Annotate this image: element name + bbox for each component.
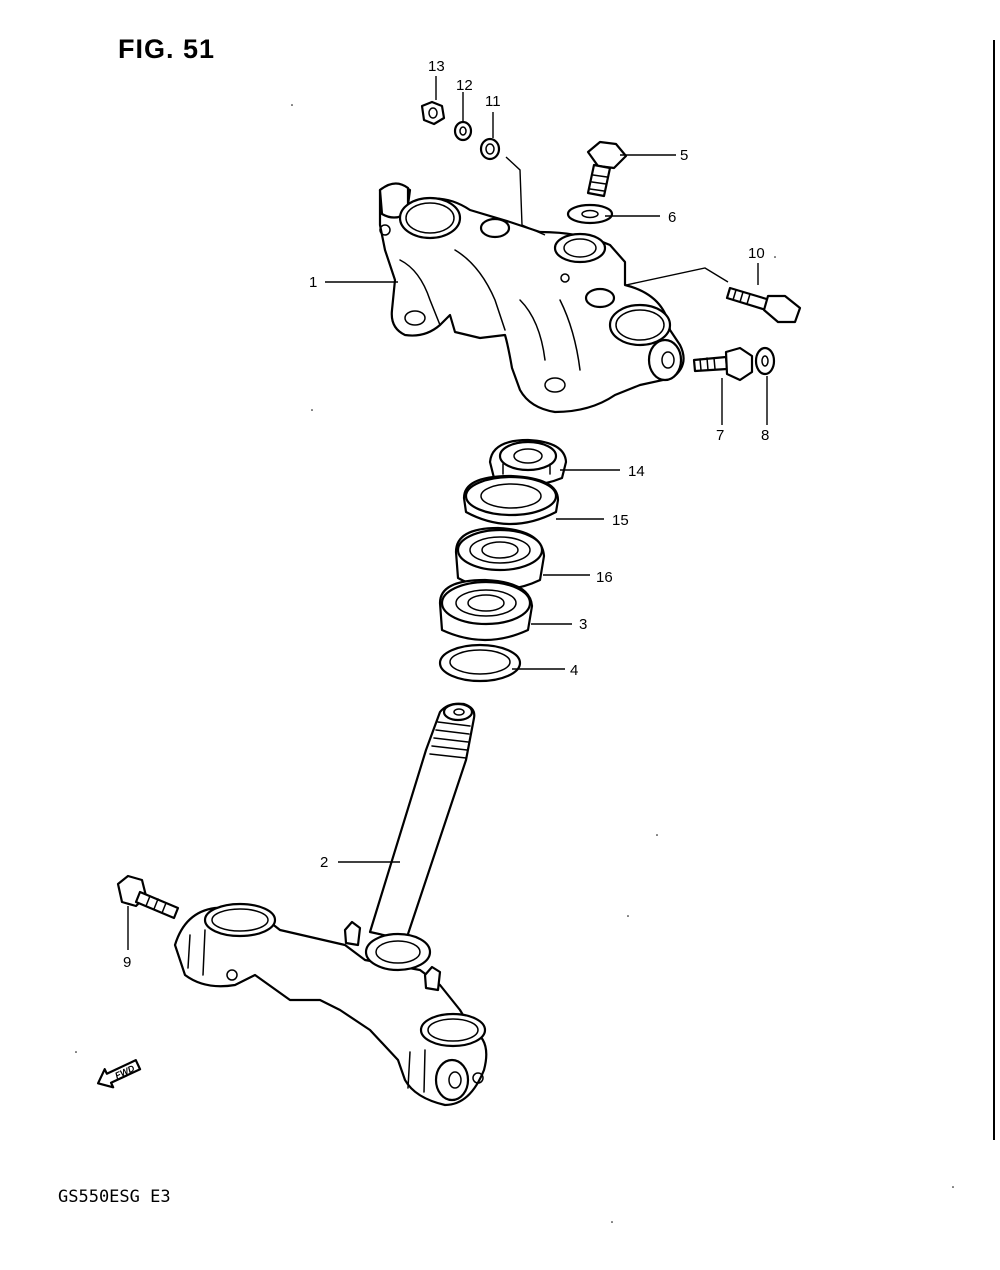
scan-specks xyxy=(75,40,995,1223)
leader-11b xyxy=(505,156,546,236)
bolt-5 xyxy=(586,140,628,198)
callout-3: 3 xyxy=(579,616,587,633)
bearing-16 xyxy=(454,526,546,591)
callout-12: 12 xyxy=(456,77,473,94)
bolt-7 xyxy=(692,346,754,382)
model-code: GS550ESG E3 xyxy=(58,1187,171,1207)
callout-15: 15 xyxy=(612,512,629,529)
callout-5: 5 xyxy=(680,147,688,164)
leader-10b xyxy=(625,267,729,286)
callout-10: 10 xyxy=(748,245,765,262)
nut-13 xyxy=(420,100,446,126)
callout-7: 7 xyxy=(716,427,724,444)
callout-labels: 1 2 3 4 5 6 7 8 9 10 11 12 13 14 15 16 xyxy=(123,58,769,971)
steering-stem-lower-bracket xyxy=(173,702,488,1107)
washer-4 xyxy=(438,643,522,683)
fwd-arrow-icon: FWD xyxy=(96,1059,142,1089)
callout-1: 1 xyxy=(309,274,317,291)
washer-8 xyxy=(754,346,776,376)
washer-6 xyxy=(566,203,614,225)
callout-4: 4 xyxy=(570,662,578,679)
upper-bracket xyxy=(378,182,685,414)
callout-14: 14 xyxy=(628,463,645,480)
callout-13: 13 xyxy=(428,58,445,75)
callout-16: 16 xyxy=(596,569,613,586)
bearing-3 xyxy=(438,578,534,642)
leader-lines xyxy=(127,76,768,950)
callout-11: 11 xyxy=(485,93,501,110)
figure-title: FIG. 51 xyxy=(118,34,216,64)
lock-washer-12 xyxy=(453,120,473,142)
bolt-10 xyxy=(725,286,802,324)
callout-2: 2 xyxy=(320,854,328,871)
callout-8: 8 xyxy=(761,427,769,444)
dust-seal-15 xyxy=(462,474,560,526)
washer-11 xyxy=(479,137,501,161)
callout-9: 9 xyxy=(123,954,131,971)
callout-6: 6 xyxy=(668,209,676,226)
bolt-9 xyxy=(116,874,180,920)
